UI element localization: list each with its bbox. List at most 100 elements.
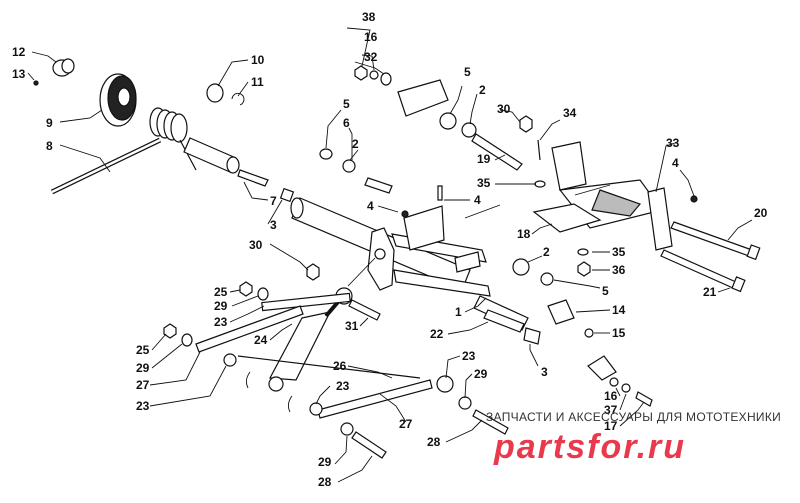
callout-25-upper: 25 [214, 285, 228, 299]
part-13-screw [33, 80, 39, 86]
callout-labels: 12 13 10 11 9 8 7 3 30 4 5 6 2 38 16 32 … [12, 10, 768, 489]
part-32-washer [380, 72, 392, 86]
callout-13: 13 [12, 67, 26, 81]
part-35-washer-a [534, 180, 546, 188]
part-12-bushing [52, 58, 75, 77]
part-29-washer-c [458, 396, 472, 410]
callout-4-left: 4 [367, 199, 374, 213]
callout-38: 38 [362, 10, 376, 24]
part-front-arm-frame [367, 205, 491, 297]
callout-22: 22 [430, 327, 444, 341]
part-bracket-top [397, 79, 449, 117]
part-35-washer-b [577, 248, 589, 256]
part-20-bolt-head [746, 244, 761, 261]
part-23-link-upper [261, 292, 351, 312]
callout-27-right: 27 [399, 417, 413, 431]
part-26-pin [237, 355, 421, 379]
part-5-bushing-c [540, 272, 554, 286]
callout-30-left: 30 [249, 238, 263, 252]
watermark: ЗАПЧАСТИ И АКСЕССУАРЫ ДЛЯ МОТОТЕХНИКИ pa… [486, 410, 781, 466]
part-2-bushing-a [342, 159, 356, 173]
part-15-nut [584, 328, 594, 338]
arrow-rear-left [464, 204, 501, 219]
part-11-clip [231, 92, 245, 106]
callout-20: 20 [754, 206, 768, 220]
part-33-rear-bracket [551, 141, 673, 251]
callout-23-right: 23 [462, 349, 476, 363]
part-16-washer-b [609, 377, 619, 387]
part-23-bushing-mid [309, 402, 323, 416]
part-21-bolt-head [731, 276, 746, 293]
callout-1: 1 [455, 305, 462, 319]
callout-31: 31 [345, 319, 359, 333]
callout-28-bottom: 28 [318, 475, 332, 489]
part-18-slide-block [532, 203, 602, 233]
part-5-bushing-b [439, 112, 457, 130]
callout-19: 19 [477, 152, 491, 166]
part-4-fitting-b [437, 185, 443, 201]
part-4-fitting-a [401, 210, 409, 218]
callout-32: 32 [364, 50, 378, 64]
callout-12: 12 [12, 45, 26, 59]
callout-36: 36 [612, 263, 626, 277]
part-27-link-lower [317, 379, 433, 419]
part-8-coil-spring [149, 107, 197, 171]
part-31-bolt [348, 299, 381, 321]
callout-35-lower: 35 [612, 245, 626, 259]
callout-27-left: 27 [136, 378, 150, 392]
callout-5-left: 5 [343, 97, 350, 111]
part-23-bushing-right [436, 375, 454, 393]
callout-4-right: 4 [672, 156, 679, 170]
part-2-bushing-c [512, 258, 530, 276]
callout-33: 33 [666, 136, 680, 150]
callout-34: 34 [563, 106, 577, 120]
callout-8: 8 [46, 139, 53, 153]
part-25-nut-b [163, 323, 177, 339]
part-29-washer-d [340, 422, 354, 436]
callout-11: 11 [251, 75, 264, 89]
callout-5-right: 5 [602, 284, 609, 298]
callout-17: 17 [604, 419, 618, 433]
callout-2-top: 2 [479, 83, 486, 97]
leader-lines [27, 27, 753, 483]
part-25-nut-a [239, 281, 253, 297]
callout-9: 9 [46, 116, 53, 130]
part-3-bushing-upper [279, 187, 295, 203]
part-34-bolt [537, 139, 541, 161]
callout-4-center: 4 [474, 193, 481, 207]
part-28-bolt-bottom [351, 431, 387, 459]
callout-23-upper: 23 [214, 315, 228, 329]
watermark-logo: partsfor.ru [493, 428, 686, 466]
callout-29-bottom: 29 [318, 455, 332, 469]
callout-24: 24 [254, 333, 268, 347]
callout-28-right: 28 [427, 435, 441, 449]
part-clip-mid [287, 395, 293, 413]
callout-37: 37 [604, 403, 618, 417]
part-3-bushing-lower [523, 327, 541, 345]
part-38-nut [354, 65, 368, 81]
callout-3-upper: 3 [270, 218, 277, 232]
callout-35-upper: 35 [477, 176, 491, 190]
part-28-bolt-right [472, 409, 509, 435]
part-30-nut-a [519, 115, 533, 133]
callout-30-top: 30 [497, 102, 511, 116]
part-36-nut [577, 261, 591, 277]
callout-14: 14 [612, 303, 626, 317]
part-17-bolt [635, 391, 653, 407]
part-21-bolt [660, 249, 737, 289]
part-6-pin [364, 177, 393, 194]
callout-16-top: 16 [364, 30, 378, 44]
part-29-washer-b [181, 333, 193, 347]
part-30-nut-b [306, 263, 320, 281]
part-29-washer-a [257, 287, 269, 301]
callout-23-left: 23 [136, 399, 150, 413]
part-14-block [547, 299, 575, 325]
callout-29-upper: 29 [214, 299, 228, 313]
part-16-washer-a [369, 70, 379, 80]
callout-29-right: 29 [474, 367, 488, 381]
part-23-link-upper-2 [195, 305, 304, 353]
callout-26: 26 [333, 359, 347, 373]
callout-7: 7 [270, 194, 277, 208]
callout-18: 18 [517, 227, 531, 241]
